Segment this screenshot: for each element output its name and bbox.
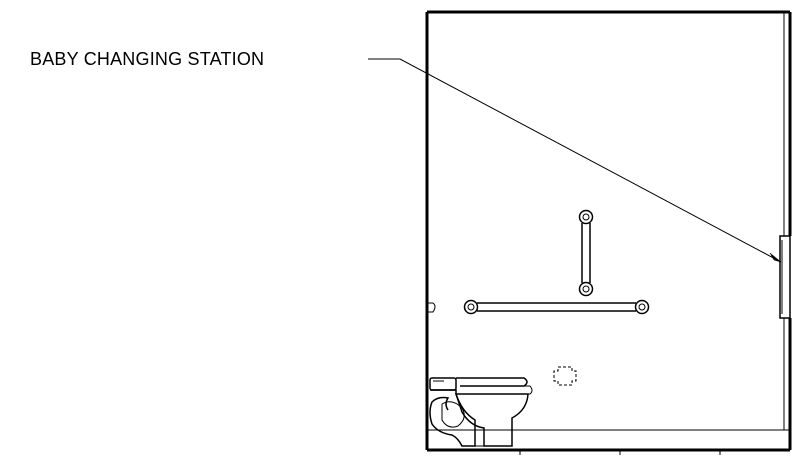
callout-leader <box>368 58 782 263</box>
baby-changing-station-label: BABY CHANGING STATION <box>30 49 265 69</box>
changing-station-body <box>779 235 791 319</box>
toilet-lid <box>460 385 533 395</box>
floor <box>427 429 790 455</box>
baby-changing-station <box>779 235 791 319</box>
flange-inner <box>467 303 475 311</box>
toilet-base <box>429 389 476 447</box>
flange-inner <box>638 303 646 311</box>
leader-line <box>368 58 782 263</box>
toilet <box>429 377 533 447</box>
grab-bar-top-flange <box>578 209 594 225</box>
wall-bracket-outline <box>427 302 436 313</box>
grab-bar-horizontal <box>463 299 650 315</box>
toilet-paper-dispenser <box>553 366 577 386</box>
flange-inner <box>582 285 590 293</box>
grab-bar-vertical <box>578 209 594 297</box>
toilet-trapway <box>441 401 465 428</box>
room-walls <box>425 10 792 450</box>
wall-bracket <box>427 302 436 313</box>
toilet-tank-top <box>429 377 457 391</box>
grab-bar-right-flange <box>634 299 650 315</box>
toilet-paper-dispenser-outline <box>553 366 577 386</box>
toilet-seat <box>456 377 528 387</box>
grab-bar-left-flange <box>463 299 479 315</box>
grab-bar-bottom-flange <box>578 281 594 297</box>
flange-inner <box>582 213 590 221</box>
toilet-bowl <box>454 393 529 447</box>
leader-arrowhead <box>769 252 782 263</box>
